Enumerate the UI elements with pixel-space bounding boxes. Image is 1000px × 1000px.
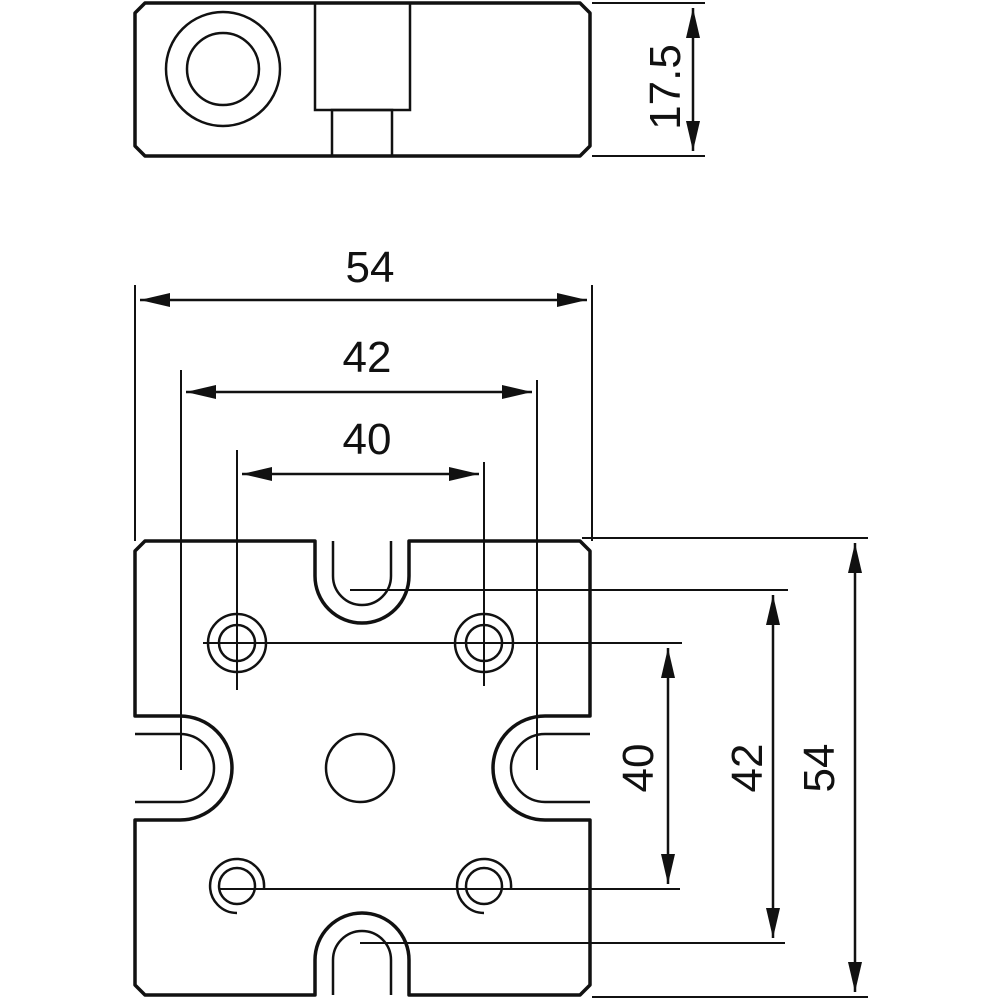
hole-bottom-left-thread	[208, 857, 266, 915]
hole-span-vertical-dimension: 40	[203, 642, 682, 890]
side-view	[133, 1, 592, 158]
width-40-label: 40	[343, 415, 392, 464]
side-view-boss-outer-circle	[164, 10, 282, 128]
slot-left-inner	[135, 732, 216, 804]
side-view-boss-inner-circle	[185, 31, 261, 107]
width-54-label: 54	[346, 243, 395, 292]
height-42-label: 42	[723, 744, 772, 793]
overall-width-dimension: 54	[134, 243, 593, 541]
side-view-bolt-shank	[330, 108, 394, 158]
height-54-label: 54	[795, 744, 844, 793]
thickness-label: 17.5	[641, 44, 690, 130]
plan-view	[133, 539, 592, 997]
hole-span-horizontal-dimension: 40	[236, 415, 485, 690]
side-view-bolt-head	[313, 1, 412, 112]
slot-span-horizontal-dimension: 42	[180, 333, 538, 770]
slot-bottom-inner	[331, 929, 393, 995]
overall-height-dimension: 54	[582, 537, 868, 998]
slot-span-vertical-dimension: 42	[350, 589, 788, 944]
hole-bottom-right-thread	[455, 857, 513, 915]
width-42-label: 42	[343, 333, 392, 382]
slot-top-inner	[331, 541, 393, 607]
hole-bottom-left-inner	[217, 866, 257, 906]
side-view-outline	[133, 1, 592, 158]
slot-right-inner	[509, 732, 590, 804]
plan-view-outline	[133, 539, 592, 997]
center-hole	[324, 732, 396, 804]
height-40-label: 40	[614, 744, 663, 793]
thickness-dimension: 17.5	[592, 2, 705, 157]
hole-bottom-right-inner	[464, 866, 504, 906]
